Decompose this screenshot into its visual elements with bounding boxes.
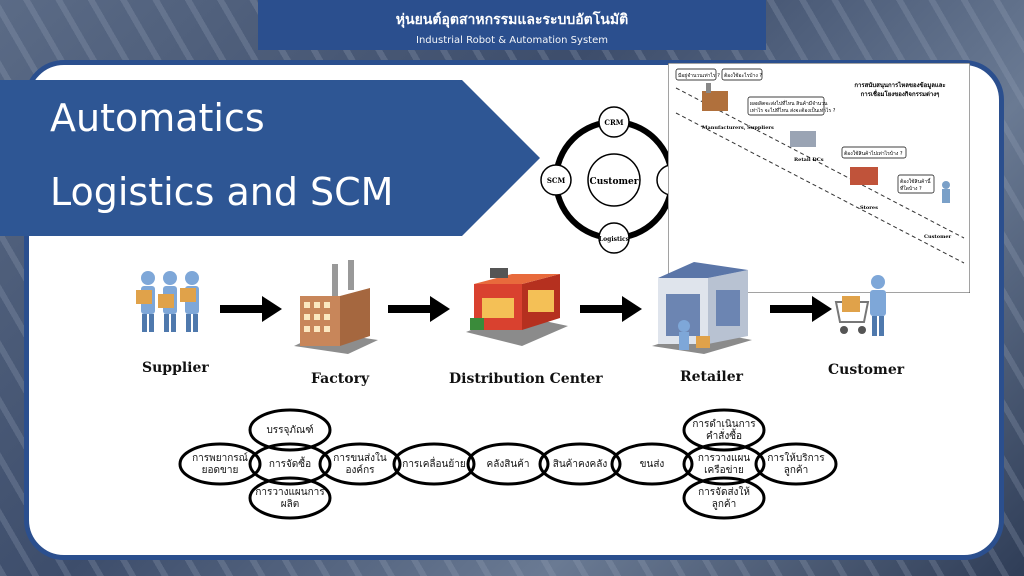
chain-node-1: การจัดซื้อ — [248, 442, 332, 486]
svg-text:ต้องใช้สินค้านี้: ต้องใช้สินค้านี้ — [900, 176, 931, 185]
chain-node-5: สินค้าคงคลัง — [538, 442, 622, 486]
chain-node-3-label: การเคลื่อนย้าย — [402, 456, 465, 470]
chain-node-1-label: การจัดซื้อ — [269, 456, 311, 470]
chain-node-production-planning: การวางแผนการผลิต — [248, 476, 332, 520]
header-bar: หุ่นยนต์อุตสาหกรรมและระบบอัตโนมัติ Indus… — [258, 0, 766, 50]
inset-label-customer: Customer — [924, 234, 952, 240]
chain-node-8-label: การให้บริการลูกค้า — [767, 452, 825, 476]
inset-label-retail-dcs: Retail DCs — [794, 157, 824, 163]
banner-title-line1: Automatics — [50, 96, 265, 140]
supplier-people-icon — [136, 271, 199, 332]
chain-node-customer-delivery: การจัดส่งให้ลูกค้า — [682, 476, 766, 520]
distribution-center-icon — [466, 268, 568, 346]
chain-node-7-label: การวางแผนเครือข่าย — [698, 453, 750, 476]
cycle-bottom-label: Logistics — [599, 236, 630, 243]
inset-label-manufacturers: Manufacturers, Suppliers — [702, 125, 774, 131]
cycle-top-node — [598, 106, 630, 138]
customer-cart-icon — [834, 275, 886, 336]
chain-node-packaging: บรรจุภัณฑ์ — [248, 408, 332, 452]
inset-label-stores: Stores — [860, 205, 878, 211]
inset-title-line2: การเชื่อมโยงของกิจกรรมต่างๆ — [861, 89, 940, 98]
cycle-center-label: Customer — [590, 177, 639, 187]
header-title-english: Industrial Robot & Automation System — [416, 35, 608, 46]
chain-node-2-label: การขนส่งในองค์กร — [333, 452, 387, 476]
chain-node-production-planning-label: การวางแผนการผลิต — [255, 487, 325, 510]
chain-node-2: การขนส่งในองค์กร — [318, 442, 402, 486]
flow-arrow-3 — [580, 296, 642, 322]
cycle-center-node — [587, 153, 641, 207]
stage-label-supplier: Supplier — [142, 360, 209, 376]
inset-flow-line-top — [675, 87, 965, 239]
inset-title-line1: การสนับสนุนการไหลของข้อมูลและ — [854, 81, 945, 90]
title-banner: Automatics Logistics and SCM — [0, 80, 540, 236]
svg-text:ต้องใช้อะไรบ้าง ?: ต้องใช้อะไรบ้าง ? — [724, 72, 762, 79]
chain-node-order-processing-label: การดำเนินการคำสั่งซื้อ — [692, 419, 756, 442]
inset-callout-3: ผลผลิตจะส่งไปที่ไหน สินค้ามีจำนวน เท่าไร… — [747, 96, 836, 116]
svg-text:ผลผลิตจะส่งไปที่ไหน สินค้ามีจำ: ผลผลิตจะส่งไปที่ไหน สินค้ามีจำนวน — [750, 100, 828, 107]
stage-label-retailer: Retailer — [680, 369, 743, 385]
cycle-left-node — [540, 164, 572, 196]
chain-node-7: การวางแผนเครือข่าย — [682, 442, 766, 486]
inset-callout-1: มีอยู่จำนวนเท่าไร ? — [675, 68, 720, 81]
banner-shape — [0, 80, 540, 236]
inset-factory-icon — [702, 83, 728, 111]
chain-node-4: คลังสินค้า — [466, 442, 550, 486]
cycle-top-label: CRM — [604, 118, 623, 127]
chain-node-customer-delivery-label: การจัดส่งให้ลูกค้า — [698, 486, 750, 510]
chain-node-0: การพยากรณ์ยอดขาย — [178, 442, 262, 486]
stage-label-distribution-center: Distribution Center — [449, 371, 603, 387]
chain-node-8: การให้บริการลูกค้า — [754, 442, 838, 486]
chain-node-6: ขนส่ง — [610, 442, 694, 486]
retailer-warehouse-icon — [652, 262, 752, 354]
inset-dc-icon — [790, 131, 816, 147]
info-flow-inset: การสนับสนุนการไหลของข้อมูลและ การเชื่อมโ… — [668, 63, 970, 293]
flow-arrow-1 — [220, 296, 282, 322]
svg-text:เท่าไร จะไปที่ไหน ส่งจะต้องเป็: เท่าไร จะไปที่ไหน ส่งจะต้องเป็นเท่าไร ? — [750, 106, 836, 114]
chain-node-order-processing: การดำเนินการคำสั่งซื้อ — [682, 408, 766, 452]
chain-node-packaging-label: บรรจุภัณฑ์ — [266, 424, 313, 436]
flow-arrow-2 — [388, 296, 450, 322]
inset-callout-5: ต้องใช้สินค้านี้ ที่ใดบ้าง ? — [897, 174, 935, 194]
factory-icon — [294, 260, 378, 354]
cycle-left-label: SCM — [547, 176, 566, 185]
inset-callout-4: ต้องใช้สินค้าไปเท่าไรบ้าง ? — [841, 146, 907, 159]
cycle-bottom-node — [598, 222, 630, 254]
inset-customer-icon — [942, 181, 950, 203]
banner-title-line2: Logistics and SCM — [50, 170, 394, 214]
svg-text:ที่ใดบ้าง ?: ที่ใดบ้าง ? — [900, 185, 922, 192]
header-title-thai: หุ่นยนต์อุตสาหกรรมและระบบอัตโนมัติ — [395, 12, 629, 28]
inset-flow-line-bottom — [675, 112, 965, 264]
chain-node-4-label: คลังสินค้า — [487, 458, 530, 470]
stage-label-factory: Factory — [311, 371, 370, 387]
chain-node-6-label: ขนส่ง — [640, 459, 665, 470]
stage-label-customer: Customer — [828, 362, 905, 378]
chain-node-0-label: การพยากรณ์ยอดขาย — [192, 452, 248, 476]
inset-callout-2: ต้องใช้อะไรบ้าง ? — [721, 68, 762, 81]
inset-store-icon — [850, 167, 878, 185]
cycle-diagram: Customer CRM IT Logistics SCM — [540, 106, 688, 254]
svg-text:ต้องใช้สินค้าไปเท่าไรบ้าง ?: ต้องใช้สินค้าไปเท่าไรบ้าง ? — [844, 150, 903, 157]
chain-node-3: การเคลื่อนย้าย — [392, 442, 476, 486]
chain-node-5-label: สินค้าคงคลัง — [553, 458, 608, 470]
flow-arrow-4 — [770, 296, 832, 322]
svg-text:มีอยู่จำนวนเท่าไร ?: มีอยู่จำนวนเท่าไร ? — [678, 72, 720, 79]
